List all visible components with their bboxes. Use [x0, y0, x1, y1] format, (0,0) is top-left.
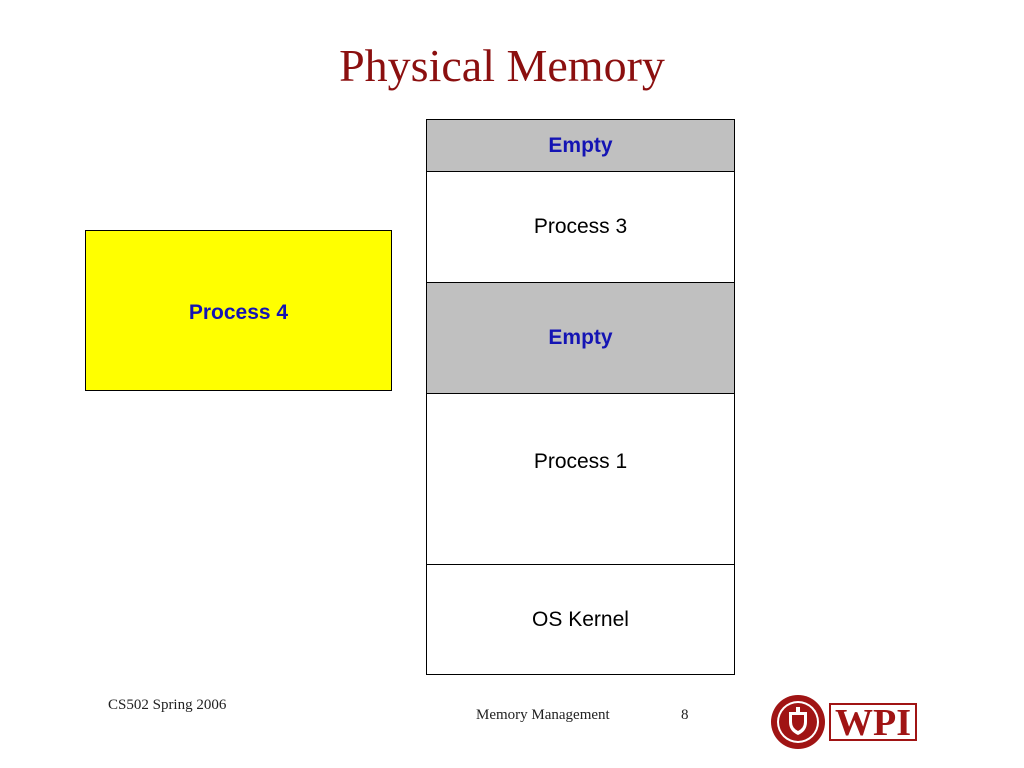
memory-block-label: Process 1 [533, 450, 628, 473]
memory-block-label: Process 3 [533, 215, 628, 238]
memory-block-os-kernel: OS Kernel [427, 565, 734, 675]
memory-block-label: Empty [548, 134, 613, 157]
footer-course: CS502 Spring 2006 [108, 697, 227, 713]
wpi-logo: WPI [770, 690, 920, 754]
memory-block-empty-middle: Empty [427, 283, 734, 394]
physical-memory-column: Empty Process 3 Empty Process 1 OS Kerne… [426, 119, 735, 675]
incoming-process-box: Process 4 [85, 230, 392, 391]
memory-block-label: Empty [548, 326, 613, 349]
memory-block-empty-top: Empty [427, 120, 734, 172]
footer-topic: Memory Management [476, 707, 610, 723]
wpi-seal-icon: WPI [771, 695, 917, 749]
incoming-process-label: Process 4 [188, 301, 289, 324]
memory-block-label: OS Kernel [532, 608, 629, 631]
slide-title: Physical Memory [339, 40, 665, 91]
memory-block-process-3: Process 3 [427, 172, 734, 283]
memory-block-process-1: Process 1 [427, 394, 734, 565]
footer-page-number: 8 [681, 707, 689, 723]
svg-text:WPI: WPI [835, 702, 911, 744]
